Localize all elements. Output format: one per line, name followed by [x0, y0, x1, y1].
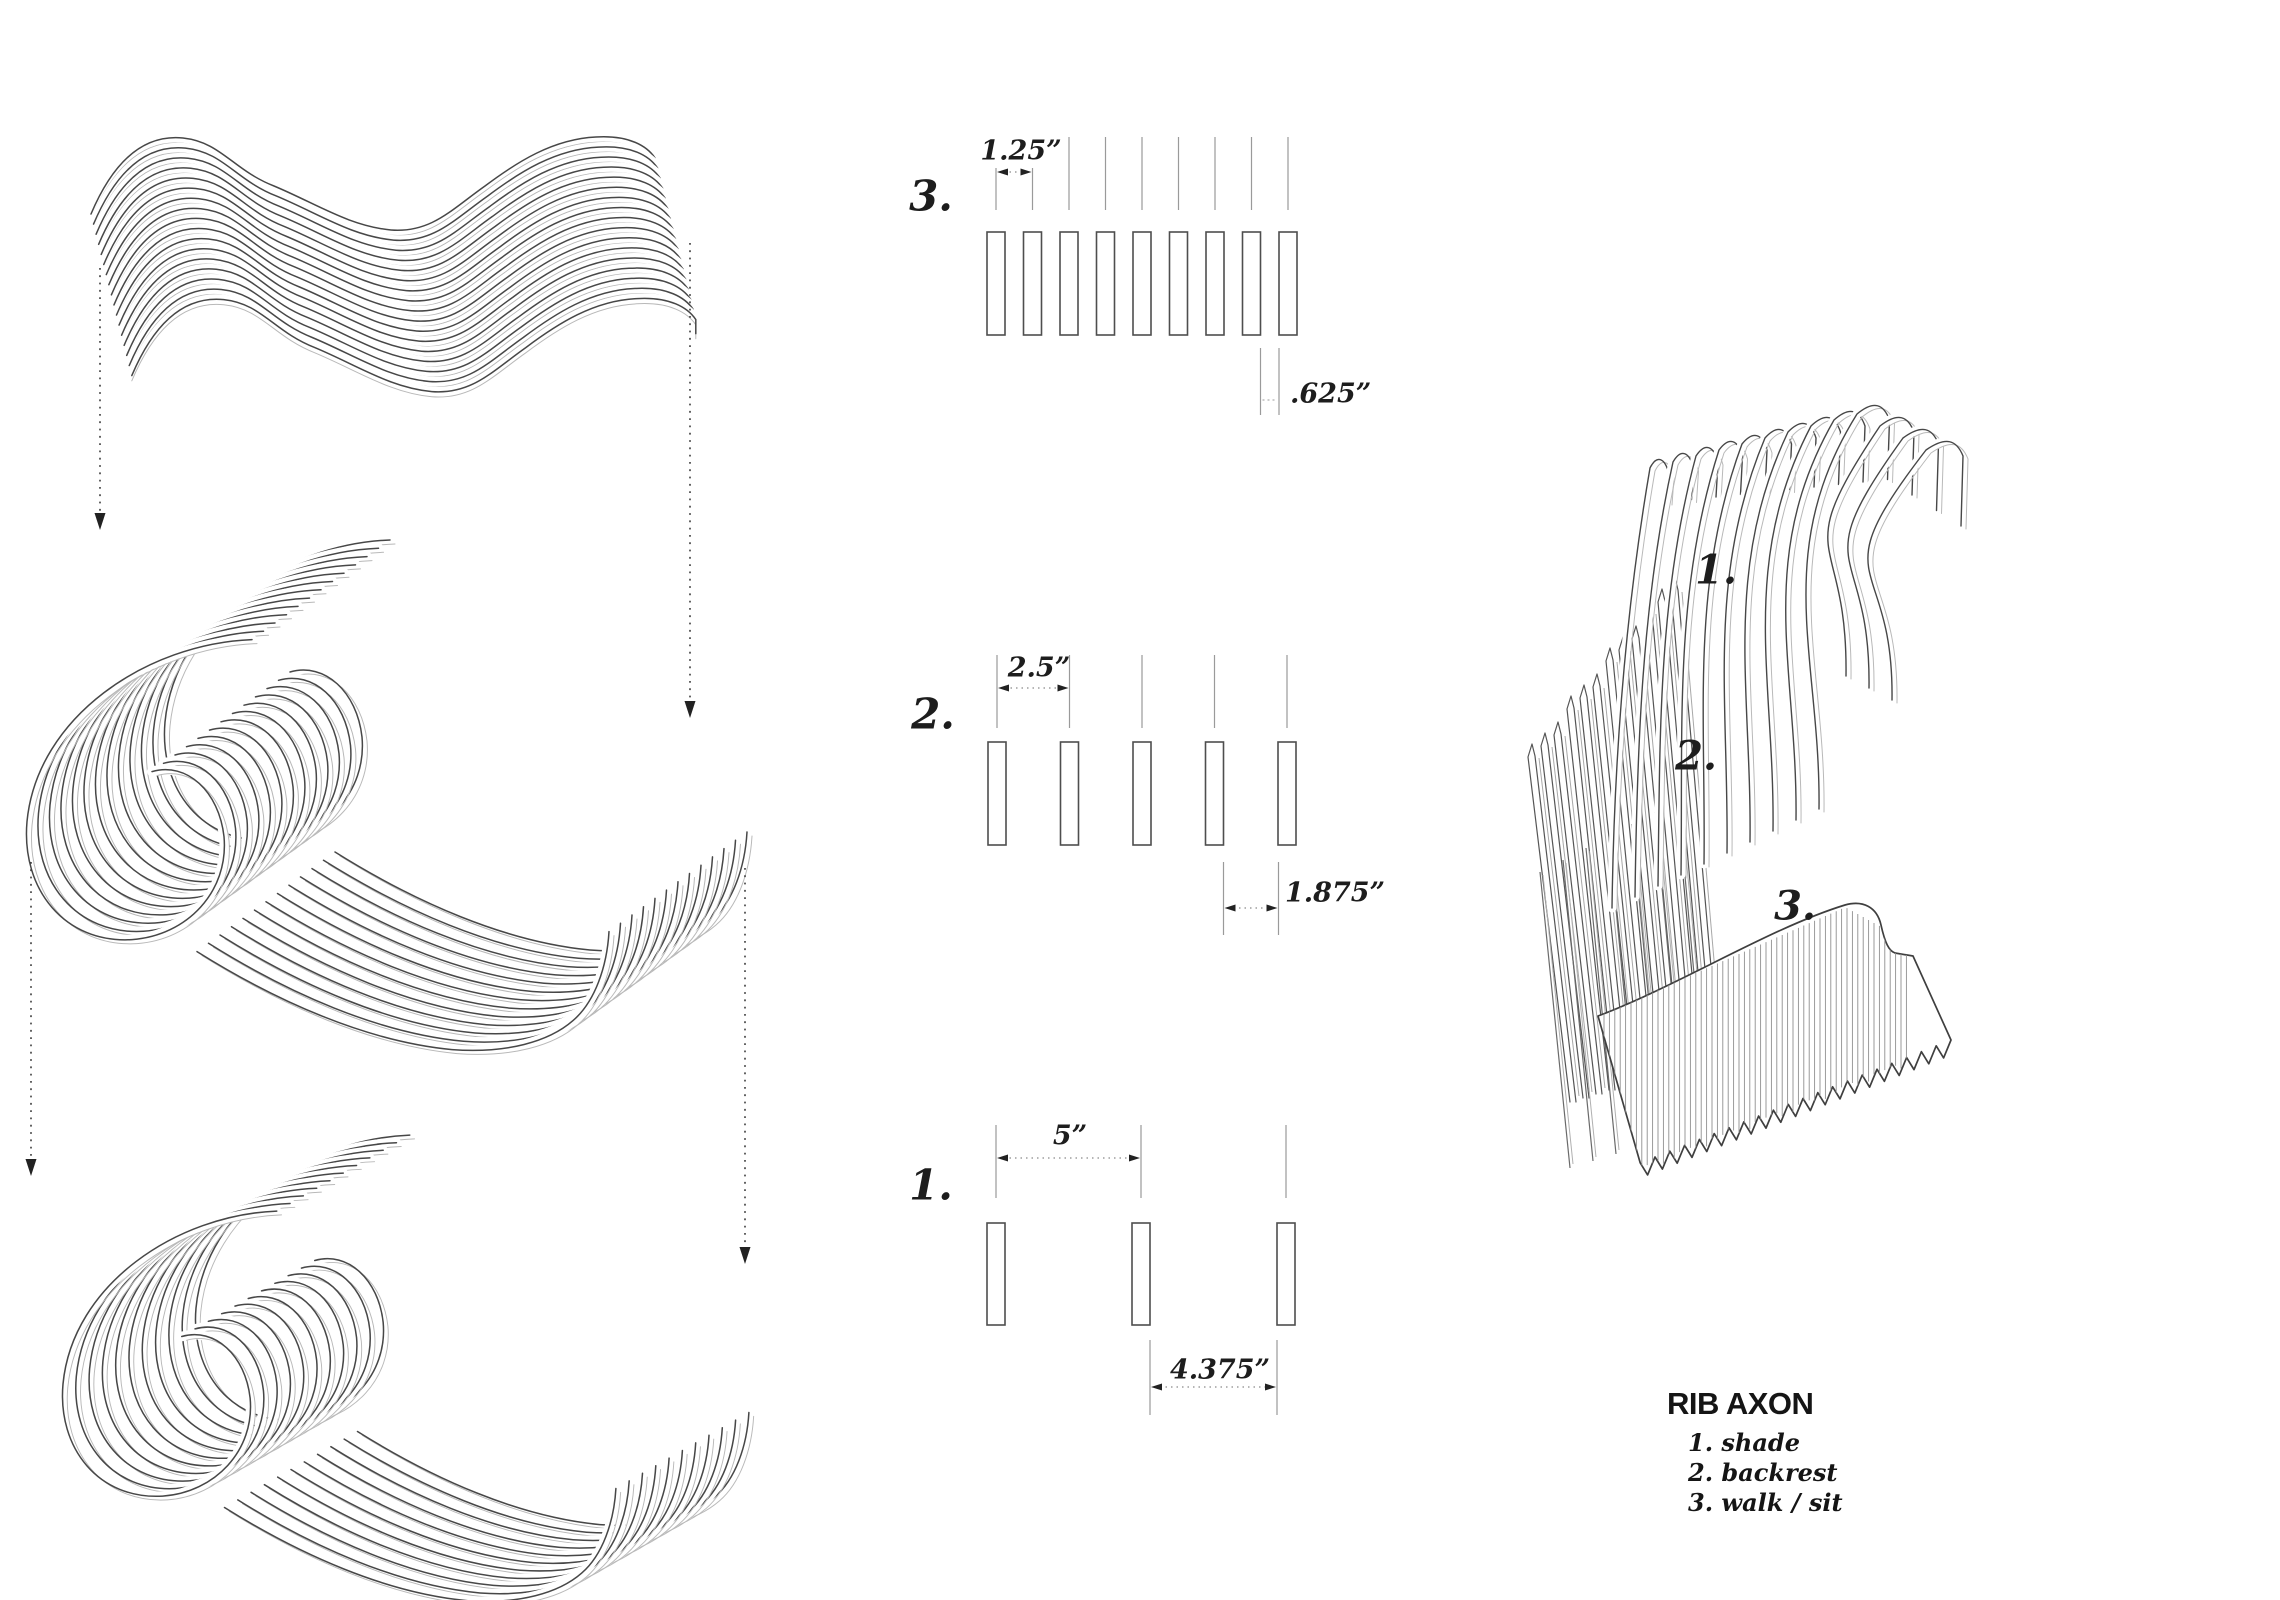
- axon-shade-blades: [1607, 401, 1969, 913]
- loop-ribbon-drawing-bottom: [57, 1130, 755, 1600]
- legend-entry-backrest: 2. backrest: [1688, 1458, 1838, 1487]
- stacked-slices-drawing-top: [86, 131, 701, 398]
- gap-dim-step-3: .625”: [1290, 378, 1372, 410]
- legend-entry-walk-sit: 3. walk / sit: [1688, 1488, 1843, 1517]
- spacing-diagram-2: [987, 655, 1297, 935]
- rib-axon-legend: RIB AXON 1. shade 2. backrest 3. walk / …: [1667, 1386, 1843, 1518]
- gap-dim-step-1: 4.375”: [1169, 1354, 1271, 1386]
- spacing-step-1-label: 1.: [909, 1160, 953, 1210]
- legend-entry-shade: 1. shade: [1688, 1428, 1800, 1457]
- legend-items: 1. shade 2. backrest 3. walk / sit: [1688, 1428, 1843, 1518]
- spacing-diagram-3: [986, 137, 1298, 415]
- gap-dim-step-2: 1.875”: [1285, 877, 1386, 909]
- pitch-dim-step-3: 1.25”: [980, 135, 1062, 167]
- spacing-diagram-1: [986, 1125, 1296, 1415]
- legend-title: RIB AXON: [1667, 1386, 1814, 1421]
- axon-callout-3: 3.: [1774, 882, 1816, 930]
- pitch-dim-step-2: 2.5”: [1007, 652, 1071, 684]
- axon-seat-comb: [1597, 902, 1952, 1176]
- spacing-step-3-label: 3.: [909, 171, 953, 221]
- axon-callout-1: 1.: [1695, 546, 1737, 594]
- rib-axon-drawing: [1525, 401, 1969, 1176]
- pitch-dim-step-1: 5”: [1052, 1120, 1088, 1152]
- rib-spacing-diagrams: [986, 137, 1298, 1415]
- loop-ribbon-drawing-middle: [21, 535, 753, 1056]
- spacing-step-2-label: 2.: [911, 689, 955, 739]
- axon-callout-2: 2.: [1675, 732, 1717, 780]
- process-flow-arrows: [25, 243, 751, 1264]
